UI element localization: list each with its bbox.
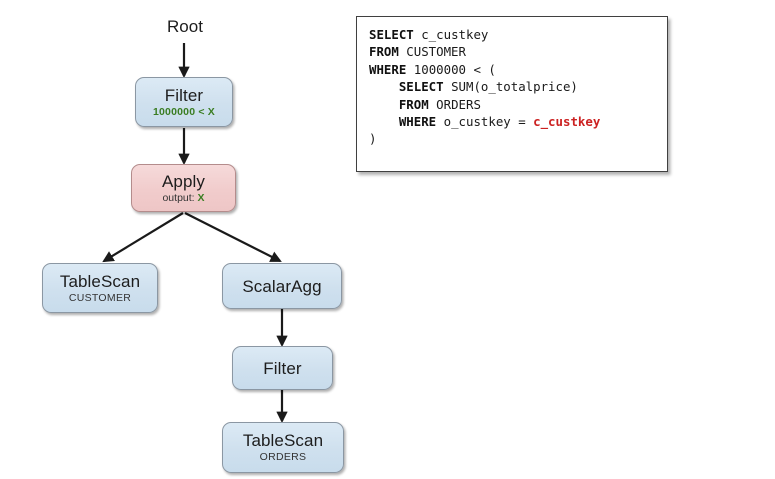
output-variable: X: [197, 191, 205, 204]
sql-token: WHERE: [398, 114, 437, 130]
node-apply[interactable]: Apply output: X: [131, 164, 236, 212]
sql-token: o_custkey =: [436, 114, 534, 130]
node-tablescan-orders[interactable]: TableScan ORDERS: [222, 422, 344, 473]
node-scalaragg[interactable]: ScalarAgg: [222, 263, 342, 309]
node-filter-lower[interactable]: Filter: [232, 346, 333, 390]
output-label: output:: [162, 191, 198, 204]
root-label: Root: [167, 17, 203, 36]
sql-token: SELECT: [398, 79, 444, 95]
node-title: Filter: [164, 85, 204, 105]
node-subtitle-output: output: X: [162, 192, 204, 205]
sql-code-block: SELECT c_custkey FROM CUSTOMER WHERE 100…: [369, 26, 657, 148]
node-title: TableScan: [242, 431, 324, 450]
sql-token: FROM: [398, 96, 429, 112]
sql-token: SUM(o_totalprice): [443, 79, 578, 95]
sql-query-panel: SELECT c_custkey FROM CUSTOMER WHERE 100…: [356, 16, 668, 172]
sql-token: ORDERS: [428, 96, 481, 112]
sql-token: ): [369, 131, 377, 147]
node-title: Apply: [161, 171, 206, 191]
edge-apply-to-scalaragg: [184, 212, 282, 262]
node-title: Filter: [263, 358, 302, 378]
sql-token: WHERE: [369, 61, 407, 77]
node-subtitle-table: ORDERS: [259, 451, 307, 463]
sql-token: 1000000 < (: [406, 61, 496, 77]
node-subtitle-predicate: 1000000 < X: [152, 105, 216, 118]
sql-token: SELECT: [369, 27, 414, 42]
edge-apply-to-tablescan-customer: [102, 212, 184, 263]
sql-token: c_custkey: [533, 114, 601, 130]
node-title: TableScan: [59, 271, 141, 291]
sql-token: CUSTOMER: [398, 44, 466, 60]
node-tablescan-customer[interactable]: TableScan CUSTOMER: [42, 263, 158, 313]
sql-token: c_custkey: [413, 27, 489, 42]
node-filter-top[interactable]: Filter 1000000 < X: [135, 77, 233, 127]
sql-token: FROM: [369, 44, 399, 60]
node-title: ScalarAgg: [242, 276, 322, 296]
node-subtitle-table: CUSTOMER: [68, 291, 132, 304]
